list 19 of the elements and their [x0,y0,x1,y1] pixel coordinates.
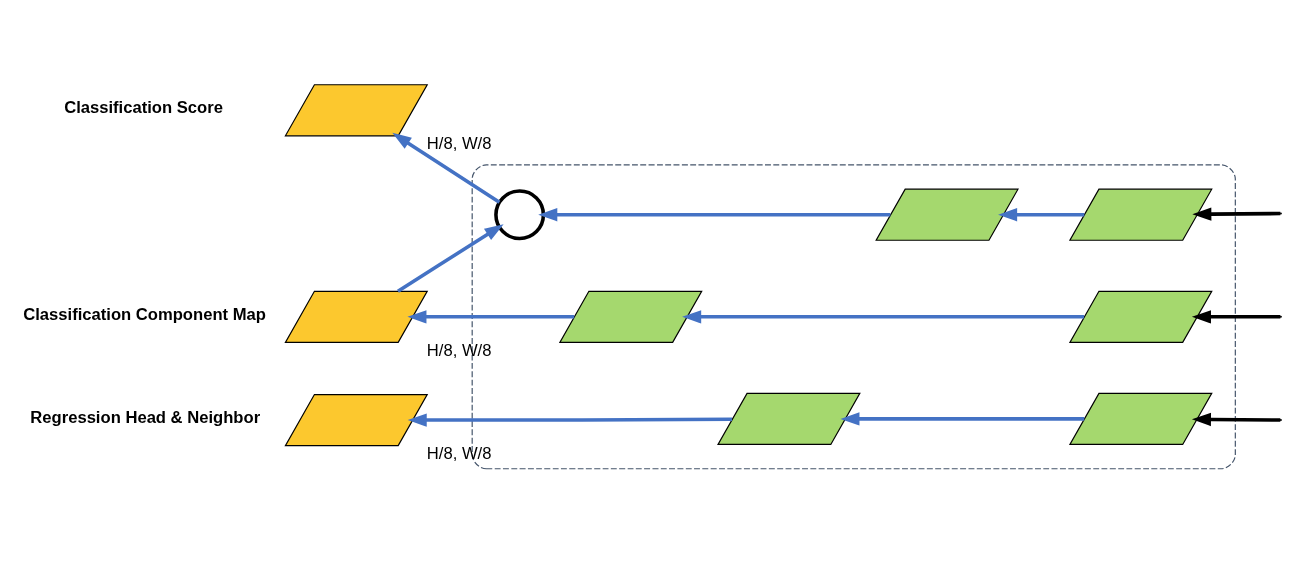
arrow [538,207,891,221]
node-label: H/8, W/8 [426,340,492,360]
node-circle [494,188,546,240]
arrow [682,309,1085,323]
node-label: Regression Head & Neighbor [30,407,261,427]
arrow [392,132,501,204]
arrow [397,223,504,293]
arrow [407,309,575,323]
arrow [840,411,1085,426]
arrow [1192,206,1281,221]
node-label: H/8, W/8 [426,133,492,153]
arrow [1191,309,1281,323]
node-label: Classification Component Map [23,304,266,324]
node-label: Classification Score [64,97,223,117]
arrow [998,207,1085,221]
node-label: H/8, W/8 [426,443,492,463]
arrow [407,412,733,427]
arrow [1191,412,1281,426]
node-box [284,83,429,136]
